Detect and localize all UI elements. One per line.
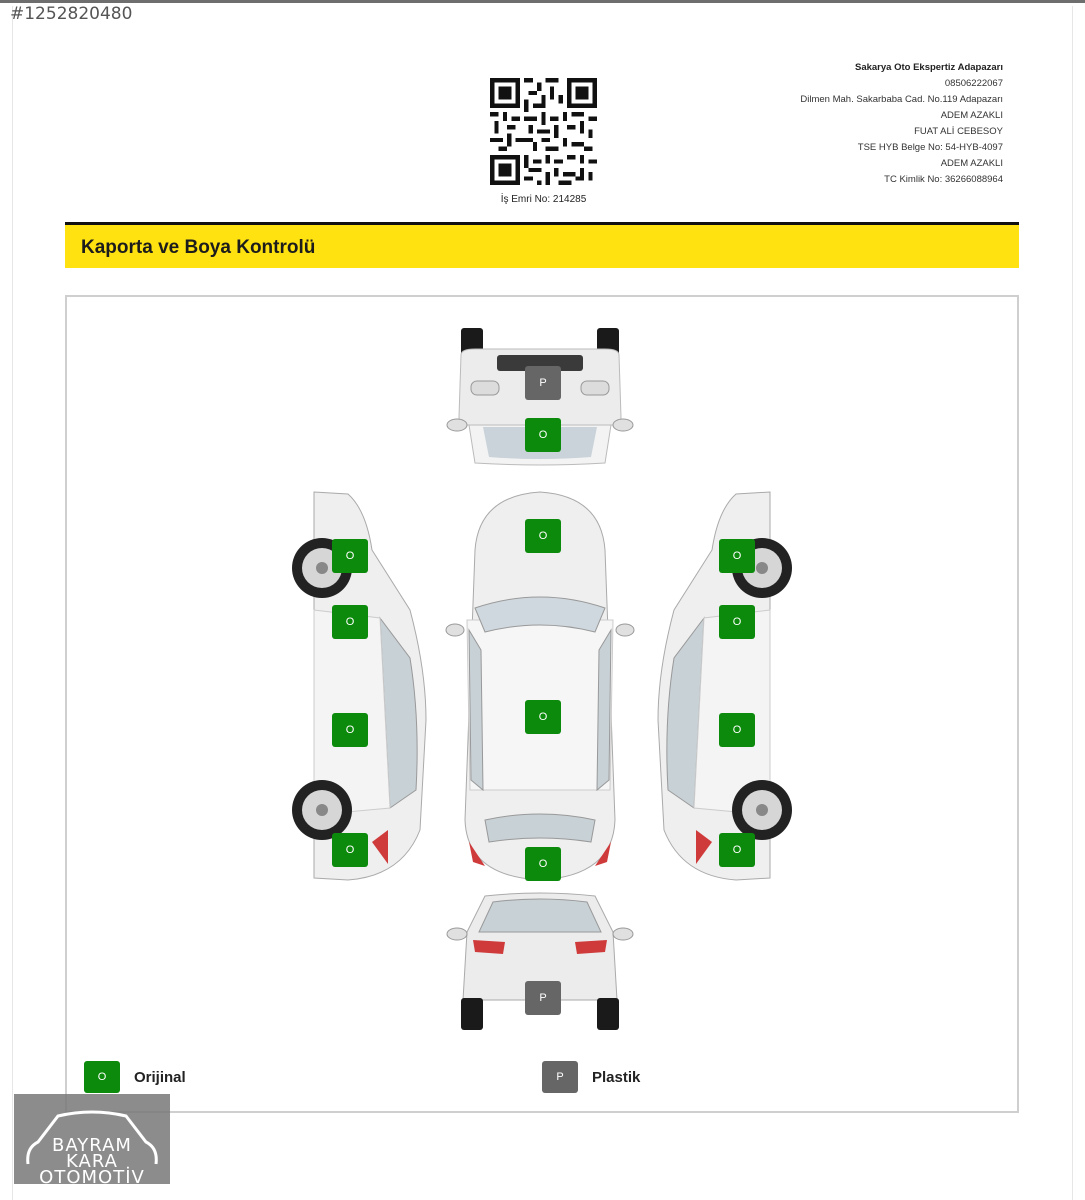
dealer-watermark: BAYRAM KARA OTOMOTİV [14,1094,170,1188]
badge-front-bumper: P [525,366,561,400]
legend-original: O Orijinal [84,1061,186,1093]
tc-id-number: TC Kimlik No: 36266088964 [884,174,1003,185]
badge-hood: O [525,519,561,553]
badge-rear-bumper: P [525,981,561,1015]
watermark-line-2: KARA [66,1151,118,1172]
badge-right-rear-door: O [719,713,755,747]
company-info: Sakarya Oto Ekspertiz Adapazarı 08506222… [800,60,1003,188]
legend-original-label: Orijinal [134,1068,186,1086]
legend-plastic-label: Plastik [592,1068,641,1086]
listing-id: #1252820480 [10,4,133,24]
badge-left-front-door: O [332,605,368,639]
badge-left-rear-fender: O [332,833,368,867]
badge-roof: O [525,700,561,734]
company-person-2: FUAT ALİ CEBESOY [914,126,1003,137]
legend-plastic: P Plastik [542,1061,640,1093]
badge-right-rear-fender: O [719,833,755,867]
company-address: Dilmen Mah. Sakarbaba Cad. No.119 Adapaz… [800,94,1003,105]
badge-left-rear-door: O [332,713,368,747]
section-title: Kaporta ve Boya Kontrolü [81,237,316,258]
tse-certificate: TSE HYB Belge No: 54-HYB-4097 [857,142,1003,153]
qr-code-icon [490,78,597,185]
watermark-line-3: OTOMOTİV [39,1167,145,1188]
legend-original-swatch: O [84,1061,120,1093]
badge-trunk: O [525,847,561,881]
badge-hood-front: O [525,418,561,452]
work-order-number: İş Emri No: 214285 [500,194,587,205]
company-person-1: ADEM AZAKLI [940,110,1003,121]
top-border [0,0,1085,3]
legend-plastic-swatch: P [542,1061,578,1093]
section-header: Kaporta ve Boya Kontrolü [65,222,1019,268]
car-outline-icon [26,1110,158,1165]
badge-right-front-door: O [719,605,755,639]
watermark-line-1: BAYRAM [52,1135,132,1156]
badge-right-front-fender: O [719,539,755,573]
car-left-side-view [292,491,427,881]
car-rear-view [446,892,634,1030]
company-person-3: ADEM AZAKLI [940,158,1003,169]
badge-left-front-fender: O [332,539,368,573]
company-name: Sakarya Oto Ekspertiz Adapazarı [854,62,1003,73]
company-phone: 08506222067 [944,78,1003,89]
